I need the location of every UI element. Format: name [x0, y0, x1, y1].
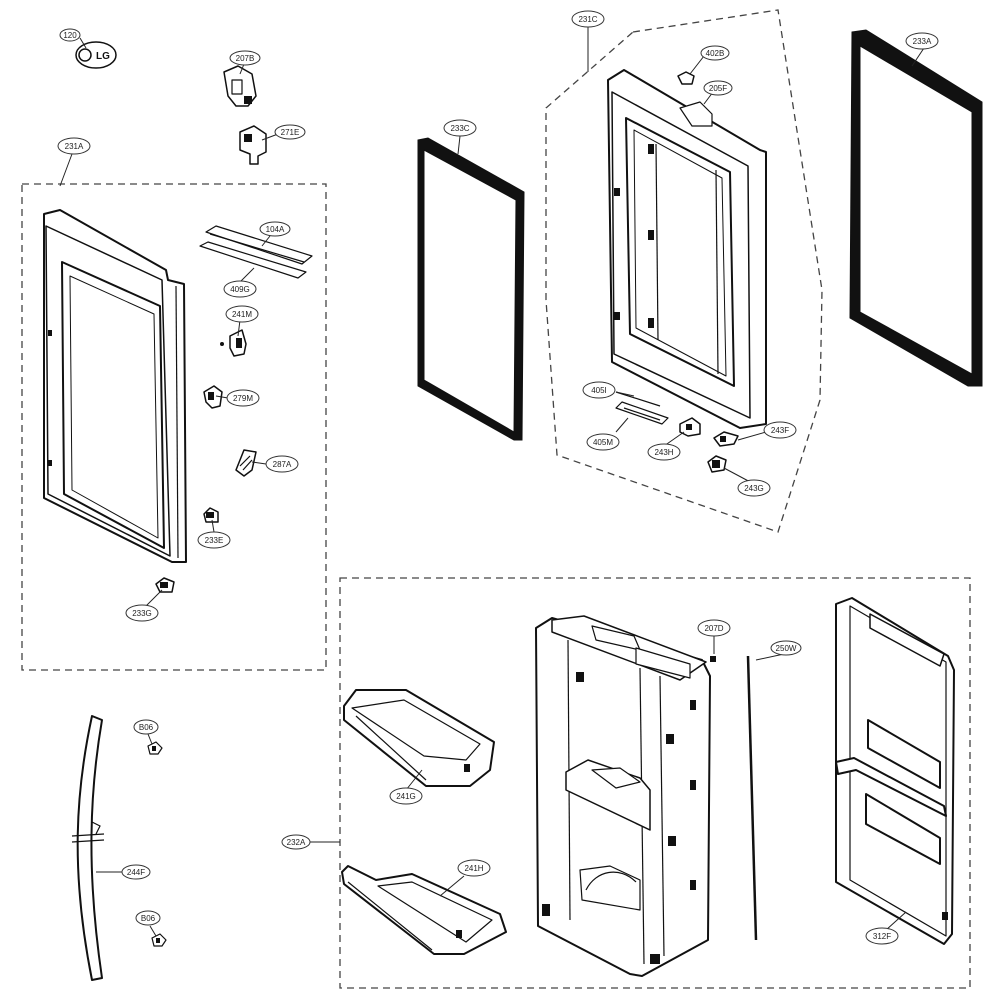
callout-402B: 402B	[700, 45, 730, 61]
svg-text:232A: 232A	[287, 838, 306, 847]
callout-241M: 241M	[225, 305, 259, 323]
svg-text:233A: 233A	[913, 37, 932, 46]
callout-231A: 231A	[57, 137, 91, 155]
clip-207D	[710, 656, 716, 662]
bar-405M	[615, 401, 669, 425]
screw-B06-top	[147, 741, 163, 755]
svg-text:279M: 279M	[233, 394, 253, 403]
svg-text:B06: B06	[141, 914, 156, 923]
svg-text:405I: 405I	[591, 386, 607, 395]
gasket-233C	[417, 137, 525, 441]
bracket-241M	[220, 329, 247, 357]
callout-B06-top: B06	[133, 719, 159, 735]
svg-text:243H: 243H	[654, 448, 673, 457]
callout-405I: 405I	[582, 381, 616, 399]
callout-409G: 409G	[223, 280, 257, 298]
door-panel-312F	[835, 597, 955, 945]
svg-text:243G: 243G	[744, 484, 764, 493]
svg-text:409G: 409G	[230, 285, 250, 294]
svg-text:250W: 250W	[776, 644, 797, 653]
gasket-233A	[849, 29, 983, 387]
strip-405I	[615, 391, 661, 407]
logo-text: LG	[96, 51, 110, 62]
part-243G	[707, 455, 727, 473]
callout-233A: 233A	[905, 32, 939, 50]
part-243H	[679, 417, 701, 437]
callout-405M: 405M	[586, 433, 620, 451]
svg-text:207D: 207D	[704, 624, 723, 633]
bin-241H	[341, 865, 507, 955]
callout-207D: 207D	[697, 619, 731, 637]
svg-text:B06: B06	[139, 723, 154, 732]
callout-120: 120	[59, 28, 81, 42]
svg-text:241H: 241H	[464, 864, 483, 873]
dispenser-housing-232A	[535, 615, 711, 977]
callout-279M: 279M	[226, 389, 260, 407]
callout-312F: 312F	[865, 927, 899, 945]
callout-207B: 207B	[229, 50, 261, 66]
svg-text:271E: 271E	[281, 128, 300, 137]
bin-241G	[343, 689, 495, 787]
callout-271E: 271E	[274, 124, 306, 140]
svg-text:120: 120	[63, 31, 77, 40]
svg-text:405M: 405M	[593, 438, 613, 447]
callout-243G: 243G	[737, 479, 771, 497]
rod-250W	[746, 655, 761, 941]
callout-231C: 231C	[571, 10, 605, 28]
group-boundary-231A	[21, 183, 327, 671]
handle-244F	[71, 715, 105, 981]
clip-402B	[677, 71, 695, 85]
callout-243H: 243H	[647, 443, 681, 461]
svg-text:244F: 244F	[127, 868, 145, 877]
part-287A	[235, 449, 257, 477]
hinge-bracket-207B	[223, 65, 257, 107]
callout-241G: 241G	[389, 787, 423, 805]
callout-244F: 244F	[121, 864, 151, 880]
svg-text:207B: 207B	[236, 54, 255, 63]
svg-text:287A: 287A	[273, 460, 292, 469]
callout-232A: 232A	[281, 834, 311, 850]
svg-text:104A: 104A	[266, 225, 285, 234]
callout-250W: 250W	[770, 640, 802, 656]
svg-text:233E: 233E	[205, 536, 224, 545]
hinge-271E	[239, 125, 267, 165]
screw-B06-bottom	[151, 933, 167, 947]
inner-door-frame-231C	[607, 69, 767, 429]
group-boundary-231C	[545, 9, 823, 533]
svg-text:231A: 231A	[65, 142, 84, 151]
strip-409G	[199, 241, 307, 279]
cap-233G	[155, 577, 175, 593]
svg-text:312F: 312F	[873, 932, 891, 941]
callout-233E: 233E	[197, 531, 231, 549]
svg-text:243F: 243F	[771, 426, 789, 435]
svg-text:231C: 231C	[578, 15, 597, 24]
cap-233E	[203, 507, 219, 523]
part-243F	[713, 431, 739, 447]
callout-B06-bottom: B06	[135, 910, 161, 926]
callout-241H: 241H	[457, 859, 491, 877]
strip-104A	[205, 225, 313, 265]
clip-279M	[203, 385, 223, 409]
callout-233C: 233C	[443, 119, 477, 137]
svg-text:402B: 402B	[706, 49, 725, 58]
svg-text:233C: 233C	[450, 124, 469, 133]
callout-243F: 243F	[763, 421, 797, 439]
svg-text:241M: 241M	[232, 310, 252, 319]
svg-text:241G: 241G	[396, 792, 416, 801]
svg-text:233G: 233G	[132, 609, 152, 618]
door-panel-231A	[43, 209, 187, 563]
callout-205F: 205F	[703, 80, 733, 96]
svg-text:205F: 205F	[709, 84, 727, 93]
lg-logo-part: LG	[75, 41, 117, 69]
callout-233G: 233G	[125, 604, 159, 622]
group-boundary-232A	[339, 577, 971, 989]
callout-104A: 104A	[259, 221, 291, 237]
callout-287A: 287A	[265, 455, 299, 473]
